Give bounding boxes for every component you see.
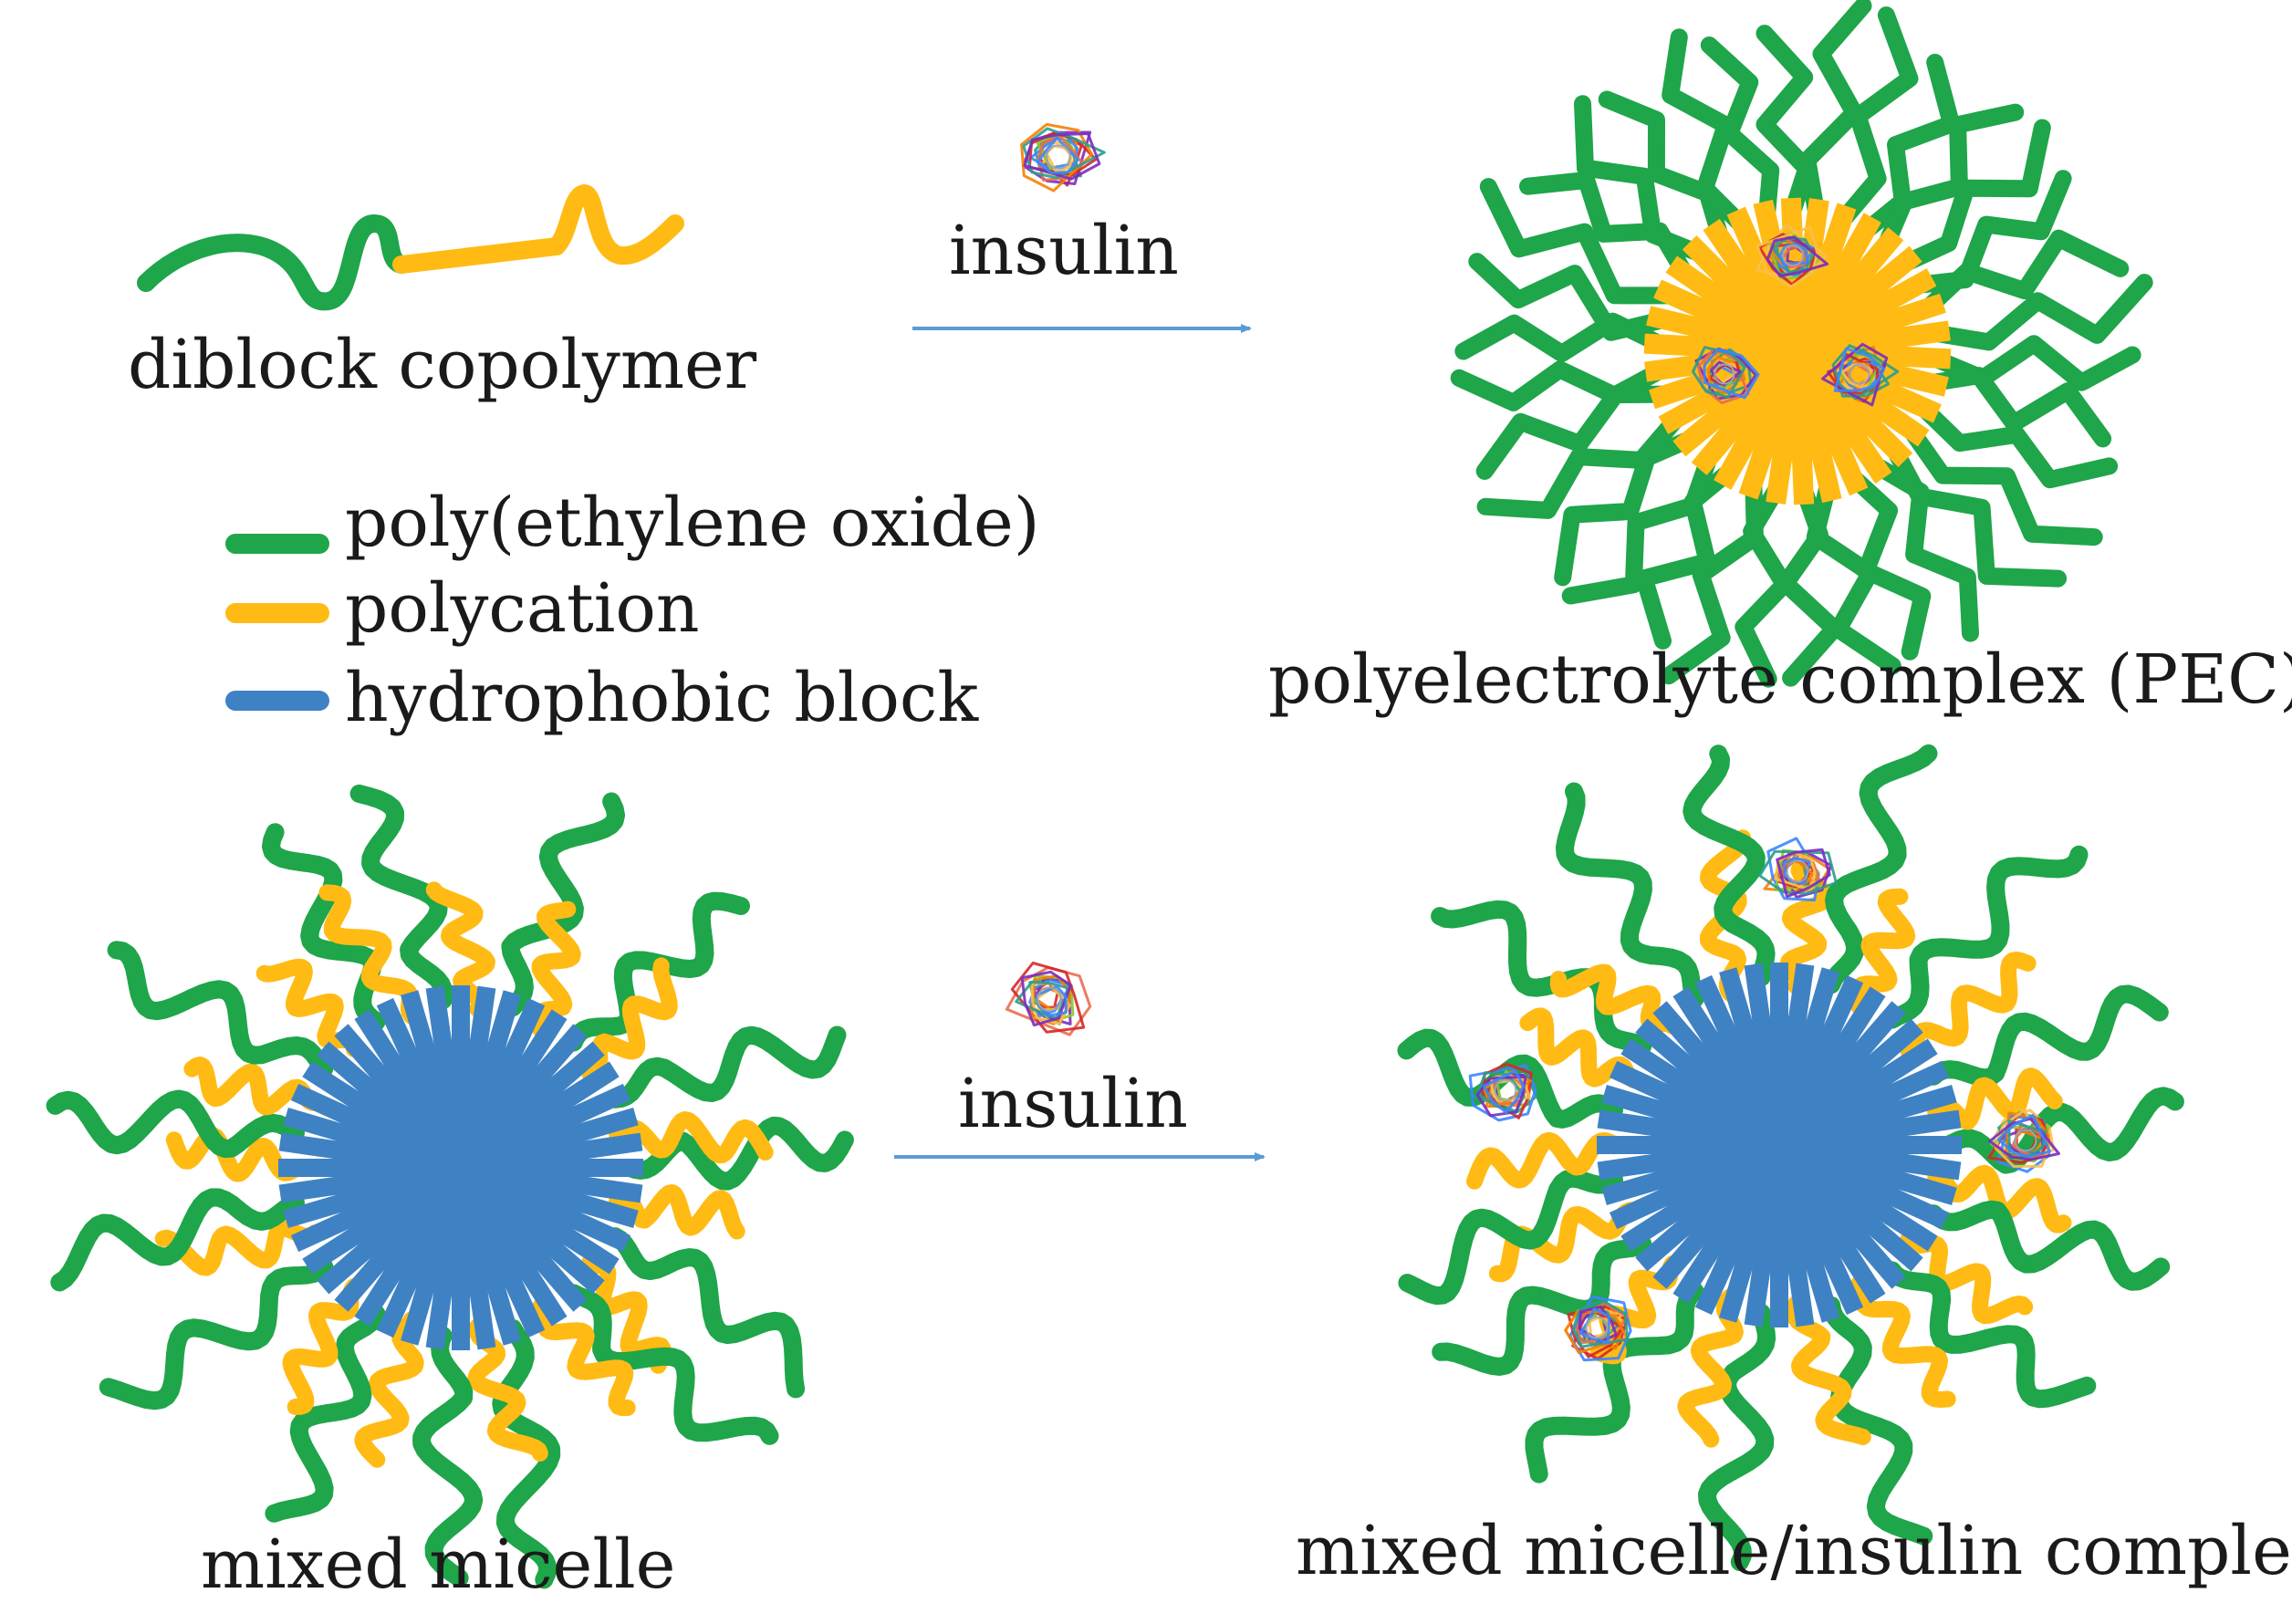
insulin-protein-icon	[1758, 837, 1838, 902]
peo-chain	[1479, 178, 1682, 305]
peo-chain	[1698, 1304, 1776, 1571]
peo-chain	[1856, 53, 1961, 241]
peo-chain	[265, 1305, 386, 1523]
peo-chain	[1598, 90, 1730, 247]
peo-chain	[1468, 253, 1673, 341]
insulin-protein-icon	[1755, 223, 1829, 288]
peo-chain	[1476, 409, 1687, 519]
peo-chain	[1913, 398, 2119, 489]
peo-chain	[262, 823, 386, 1031]
peo-chain	[1398, 1169, 1623, 1306]
peo-chain	[1924, 984, 2169, 1088]
peo-chain	[1882, 1261, 2097, 1409]
peo-chain	[1939, 1087, 2184, 1174]
insulin-protein-icon	[1005, 962, 1092, 1036]
peo-chain	[107, 941, 334, 1078]
peo-chain	[564, 891, 750, 1052]
peo-chain	[50, 1188, 305, 1292]
mixed-micelle	[46, 784, 854, 1589]
polycation-chain	[1786, 1296, 1871, 1445]
legend-label-hydrophobic: hydrophobic block	[345, 659, 979, 737]
insulin-protein-icon	[1020, 122, 1106, 193]
insulin-protein-icon	[1564, 1295, 1632, 1362]
peo-chain	[349, 784, 453, 1009]
polycation-chain	[1549, 963, 1681, 1035]
pec-label: polyelectrolyte complex (PEC)	[1268, 640, 2292, 719]
polycation-chain	[1900, 952, 2037, 1060]
legend-label-polycation: polycation	[345, 569, 700, 648]
insulin-icon-bottom	[1005, 962, 1092, 1036]
polycation-chain	[318, 884, 420, 1025]
peo-chain	[606, 1025, 847, 1109]
peo-chain	[1894, 119, 2051, 274]
peo-chain	[1882, 845, 2089, 1029]
polycation-chain	[532, 1297, 636, 1416]
peo-chain	[492, 1318, 561, 1589]
peo-chain	[606, 1227, 806, 1399]
mixed-micelle-label: mixed micelle	[201, 1525, 675, 1604]
peo-chain	[1431, 900, 1652, 1056]
polycation-chain	[467, 1318, 548, 1462]
peo-chain	[1450, 360, 1671, 411]
polyelectrolyte-complex	[1450, 0, 2153, 688]
peo-chain	[1865, 455, 1979, 642]
insulin-protein-icon	[1821, 342, 1900, 407]
arrow-top-label: insulin	[949, 212, 1179, 290]
polycation-chain	[1677, 1288, 1744, 1448]
polycation-chain	[1488, 1202, 1642, 1283]
peo-chain	[1924, 1200, 2171, 1291]
peo-chain	[1822, 744, 1938, 994]
diblock-peo-segment	[137, 213, 411, 311]
insulin-protein-icon	[1987, 1109, 2060, 1173]
peo-chain	[1574, 95, 1710, 263]
diblock-copolymer	[137, 184, 684, 311]
diblock-label: diblock copolymer	[128, 326, 757, 404]
peo-chain	[1832, 6, 1919, 231]
legend: poly(ethylene oxide) polycation hydropho…	[225, 484, 1040, 737]
peo-chain	[1432, 1234, 1652, 1376]
polycation-chain	[1849, 888, 1916, 1015]
polycation-chain	[354, 1311, 424, 1468]
polycation-chain	[530, 900, 581, 1038]
peo-chain	[564, 1284, 779, 1445]
peo-chain	[1700, 36, 1780, 227]
insulin-protein-icon	[1692, 346, 1760, 405]
peo-chain	[1822, 1296, 1933, 1546]
peo-chain	[1901, 420, 2103, 547]
arrow-bottom-label: insulin	[958, 1065, 1188, 1143]
peo-chain	[1683, 744, 1776, 986]
peo-chain	[1556, 782, 1704, 1008]
peo-chain	[1660, 472, 1764, 685]
micelle-core	[1715, 1081, 1843, 1209]
mixed-micelle-insulin-complex	[1397, 744, 2184, 1571]
polycation-chain	[255, 958, 362, 1057]
peo-chain	[99, 1257, 334, 1411]
pec-core	[1761, 315, 1834, 388]
peo-chain	[1755, 25, 1816, 224]
peo-chain	[46, 1089, 305, 1159]
peo-chain	[1918, 229, 2130, 318]
insulin-protein-icon	[1468, 1062, 1538, 1122]
insulin-icon-top	[1020, 122, 1106, 193]
peo-chain	[1554, 429, 1701, 587]
diblock-polycation-segment	[392, 184, 684, 274]
legend-label-peo: poly(ethylene oxide)	[345, 484, 1040, 562]
mixed-complex-label: mixed micelle/insulin complex	[1296, 1512, 2292, 1590]
peo-chain	[1922, 367, 2112, 448]
peo-chain	[412, 1327, 484, 1588]
peo-chain	[1525, 1282, 1704, 1483]
micelle-core	[397, 1104, 525, 1232]
polycation-chain	[1466, 1131, 1628, 1190]
peo-chain	[1561, 447, 1719, 605]
polycation-chain	[609, 1111, 774, 1164]
peo-chain	[1924, 274, 2153, 351]
polycation-chain	[154, 1220, 324, 1276]
polycation-chain	[1850, 1275, 1956, 1408]
